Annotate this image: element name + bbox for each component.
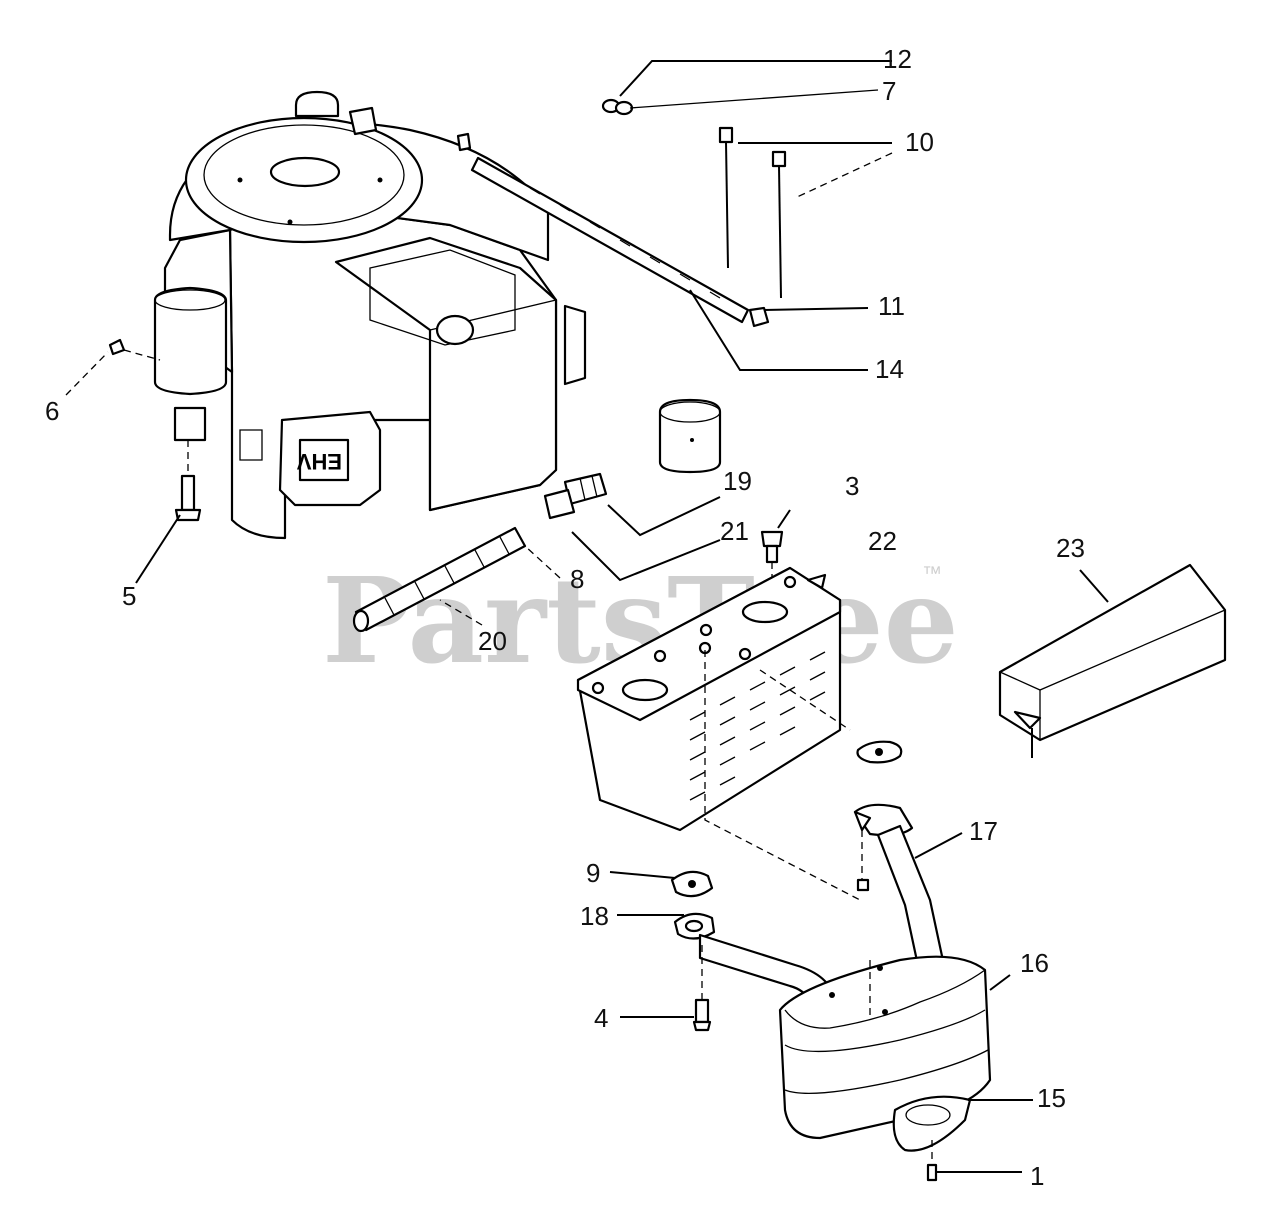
callout-10: 10 — [905, 127, 934, 157]
callout-labels: 12 7 10 11 14 6 5 19 3 21 22 23 8 20 17 … — [45, 44, 1085, 1191]
callout-23: 23 — [1056, 533, 1085, 563]
engine-badge-text: EHV — [296, 449, 342, 474]
part-6-nut — [108, 338, 161, 361]
callout-8: 8 — [570, 564, 584, 594]
callout-11: 11 — [878, 291, 905, 321]
part-18-flange — [673, 912, 716, 940]
part-12-7-washers — [601, 98, 634, 116]
part-17-exhaust-pipe — [853, 803, 947, 977]
callout-22: 22 — [868, 526, 897, 556]
part-22-heat-shield — [576, 566, 861, 901]
part-16-muffler — [698, 933, 992, 1140]
callout-14: 14 — [875, 354, 904, 384]
part-5-bolt — [174, 440, 202, 522]
part-14-hose — [456, 132, 770, 328]
part-10-cable-ties — [718, 126, 787, 299]
fuel-filter-cup — [658, 398, 722, 474]
part-19-21-fitting — [543, 472, 608, 520]
part-9-gasket — [670, 870, 714, 898]
callout-18: 18 — [580, 901, 609, 931]
callout-1: 1 — [1030, 1161, 1044, 1191]
callout-9: 9 — [586, 858, 600, 888]
callout-7: 7 — [882, 76, 896, 106]
engine: EHV — [153, 90, 587, 540]
leader-lines — [65, 60, 1109, 1173]
callout-16: 16 — [1020, 948, 1049, 978]
exhaust-gasket-upper — [856, 740, 903, 764]
part-15-deflector — [892, 1095, 972, 1152]
part-20-hose — [352, 526, 527, 633]
trademark-symbol: ™ — [922, 563, 942, 585]
part-23-cover — [998, 563, 1227, 758]
callout-15: 15 — [1037, 1083, 1066, 1113]
callout-20: 20 — [478, 626, 507, 656]
callout-12: 12 — [883, 44, 912, 74]
callout-6: 6 — [45, 396, 59, 426]
part-3-bolt — [760, 530, 784, 578]
part-4-bolt — [692, 945, 712, 1032]
callout-17: 17 — [969, 816, 998, 846]
callout-19: 19 — [723, 466, 752, 496]
callout-5: 5 — [122, 581, 136, 611]
callout-4: 4 — [594, 1003, 608, 1033]
callout-3: 3 — [845, 471, 859, 501]
callout-21: 21 — [720, 516, 749, 546]
part-1-screw — [926, 1140, 938, 1182]
